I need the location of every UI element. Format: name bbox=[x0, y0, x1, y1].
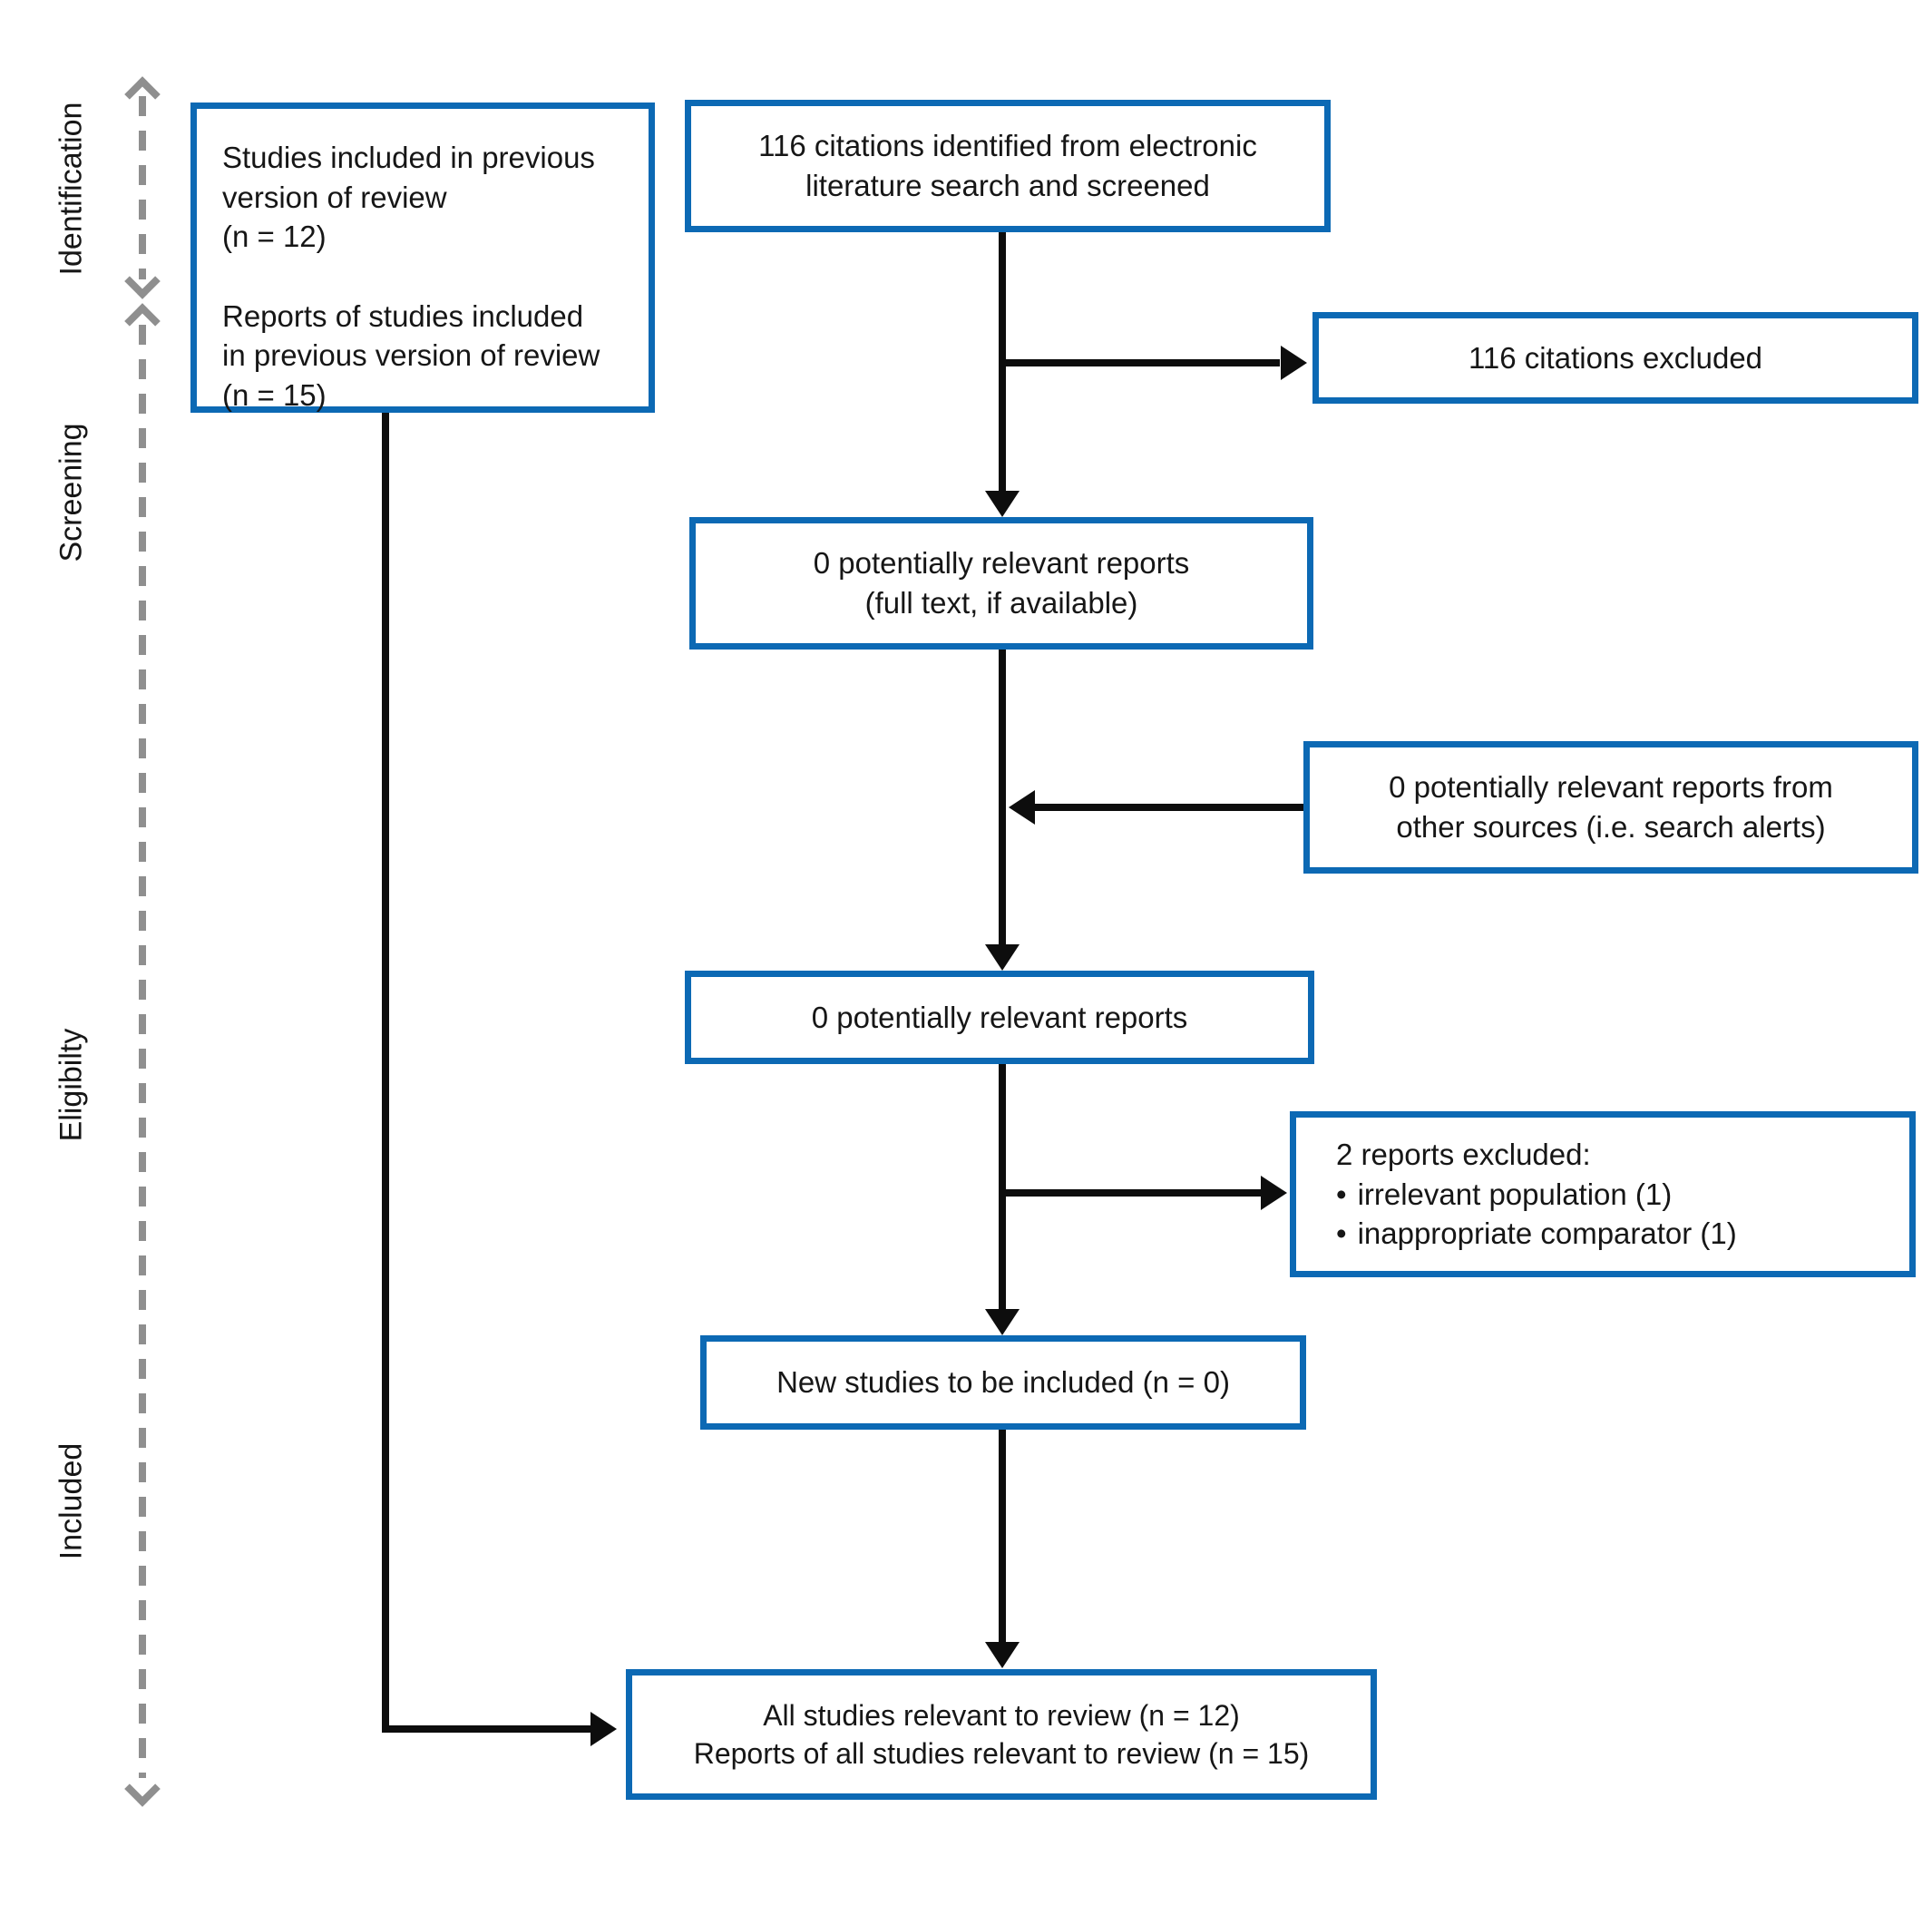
box-citations-identified: 116 citations identified from electronic… bbox=[685, 100, 1331, 232]
stage-label-identification: Identification bbox=[54, 102, 89, 276]
connector-relevant-down bbox=[999, 1064, 1006, 1309]
box-potentially-relevant-reports: 0 potentially relevant reports bbox=[685, 971, 1314, 1064]
stage-rail-screening-to-included bbox=[139, 325, 146, 1778]
previous-reports-text: Reports of studies included in previous … bbox=[222, 298, 600, 412]
arrowhead-down-icon bbox=[985, 1309, 1020, 1335]
arrowhead-left-icon bbox=[1009, 790, 1035, 825]
box-all-studies-relevant: All studies relevant to review (n = 12) … bbox=[626, 1669, 1377, 1800]
all-studies-line: Reports of all studies relevant to revie… bbox=[693, 1737, 1310, 1770]
stage-label-eligibility: Eligibilty bbox=[54, 1028, 89, 1142]
connector-other-sources-in bbox=[1034, 804, 1303, 811]
bullet-icon: • bbox=[1336, 1177, 1347, 1211]
connector-fulltext-down bbox=[999, 650, 1006, 944]
reports-excluded-title: 2 reports excluded: bbox=[1336, 1138, 1591, 1172]
connector-previous-review-right bbox=[382, 1725, 591, 1733]
excluded-reason-item: • irrelevant population (1) bbox=[1336, 1175, 1672, 1215]
excluded-reason-text: irrelevant population (1) bbox=[1357, 1177, 1673, 1211]
connector-previous-review-down bbox=[382, 413, 389, 1733]
arrowhead-down-icon bbox=[985, 944, 1020, 971]
stage-rail-identification bbox=[139, 96, 146, 279]
connector-branch-to-excluded bbox=[1002, 359, 1280, 366]
rail-arrowhead-down-icon bbox=[124, 263, 161, 299]
connector-branch-to-reports-excluded bbox=[1002, 1189, 1264, 1197]
arrowhead-down-icon bbox=[985, 491, 1020, 517]
box-citations-excluded: 116 citations excluded bbox=[1312, 312, 1918, 404]
arrowhead-right-icon bbox=[590, 1712, 617, 1746]
arrowhead-right-icon bbox=[1261, 1176, 1287, 1210]
stage-label-included: Included bbox=[54, 1442, 89, 1560]
excluded-reason-text: inappropriate comparator (1) bbox=[1357, 1216, 1737, 1251]
box-previous-review-studies: Studies included in previous version of … bbox=[190, 103, 655, 413]
stage-label-screening: Screening bbox=[54, 423, 89, 562]
all-studies-line: All studies relevant to review (n = 12) bbox=[763, 1698, 1240, 1732]
arrowhead-down-icon bbox=[985, 1642, 1020, 1668]
previous-studies-text: Studies included in previous version of … bbox=[222, 141, 595, 254]
connector-newstudies-down bbox=[999, 1430, 1006, 1642]
box-new-studies-included: New studies to be included (n = 0) bbox=[700, 1335, 1306, 1430]
excluded-reason-item: • inappropriate comparator (1) bbox=[1336, 1214, 1737, 1254]
box-reports-excluded: 2 reports excluded: • irrelevant populat… bbox=[1290, 1111, 1916, 1277]
box-reports-other-sources: 0 potentially relevant reports from othe… bbox=[1303, 741, 1918, 874]
box-potentially-relevant-fulltext: 0 potentially relevant reports (full tex… bbox=[689, 517, 1313, 650]
rail-arrowhead-down-icon bbox=[124, 1771, 161, 1807]
bullet-icon: • bbox=[1336, 1216, 1347, 1251]
arrowhead-right-icon bbox=[1281, 346, 1307, 380]
